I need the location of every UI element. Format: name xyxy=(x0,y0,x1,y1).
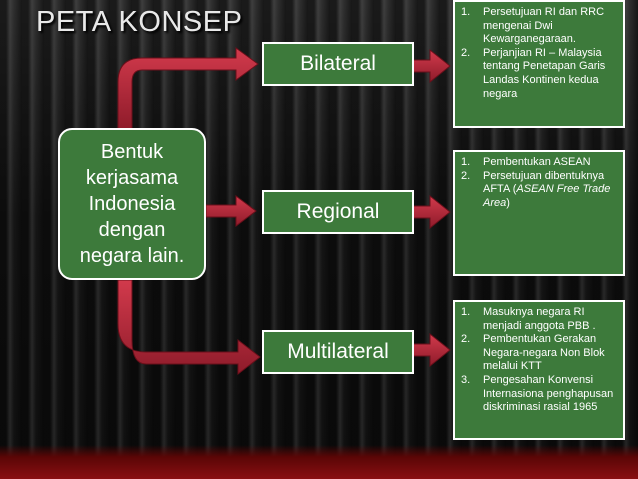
arrow-bilateral-info xyxy=(409,48,451,84)
list-item: 1. Persetujuan RI dan RRC mengenai Dwi K… xyxy=(461,6,605,46)
list-item: 1. Pembentukan ASEAN xyxy=(461,156,591,168)
list-item: 2. Pembentukan Gerakan Negara-negara Non… xyxy=(461,333,605,373)
category-bilateral: Bilateral xyxy=(262,42,414,86)
arrow-regional-info xyxy=(409,194,451,230)
arrow-multilateral-info xyxy=(409,332,451,368)
list-item: 1. Masuknya negara RI menjadi anggota PB… xyxy=(461,306,596,332)
info-box-multilateral: 1. Masuknya negara RI menjadi anggota PB… xyxy=(453,300,625,440)
list-item: 3. Pengesahan Konvensi Internasiona peng… xyxy=(461,373,614,414)
list-item: 2. Perjanjian RI – Malaysia tentang Pene… xyxy=(461,46,606,100)
arrow-to-regional xyxy=(205,195,257,227)
category-regional: Regional xyxy=(262,190,414,234)
category-label: Multilateral xyxy=(287,340,389,363)
central-concept-box: Bentuk kerjasama Indonesia dengan negara… xyxy=(58,128,206,280)
list-item: 2. Persetujuan dibentuknya AFTA (ASEAN F… xyxy=(461,169,611,209)
arrow-to-bilateral xyxy=(117,47,259,131)
arrow-to-multilateral xyxy=(117,279,261,376)
info-box-bilateral: 1. Persetujuan RI dan RRC mengenai Dwi K… xyxy=(453,0,625,128)
page-title: PETA KONSEP xyxy=(36,6,243,38)
central-concept-text: Bentuk kerjasama Indonesia dengan negara… xyxy=(79,141,185,267)
category-label: Bilateral xyxy=(300,52,376,75)
category-multilateral: Multilateral xyxy=(262,330,414,374)
info-box-regional: 1. Pembentukan ASEAN 2. Persetujuan dibe… xyxy=(453,150,625,276)
category-label: Regional xyxy=(296,200,380,223)
curtain-decoration xyxy=(0,445,638,479)
